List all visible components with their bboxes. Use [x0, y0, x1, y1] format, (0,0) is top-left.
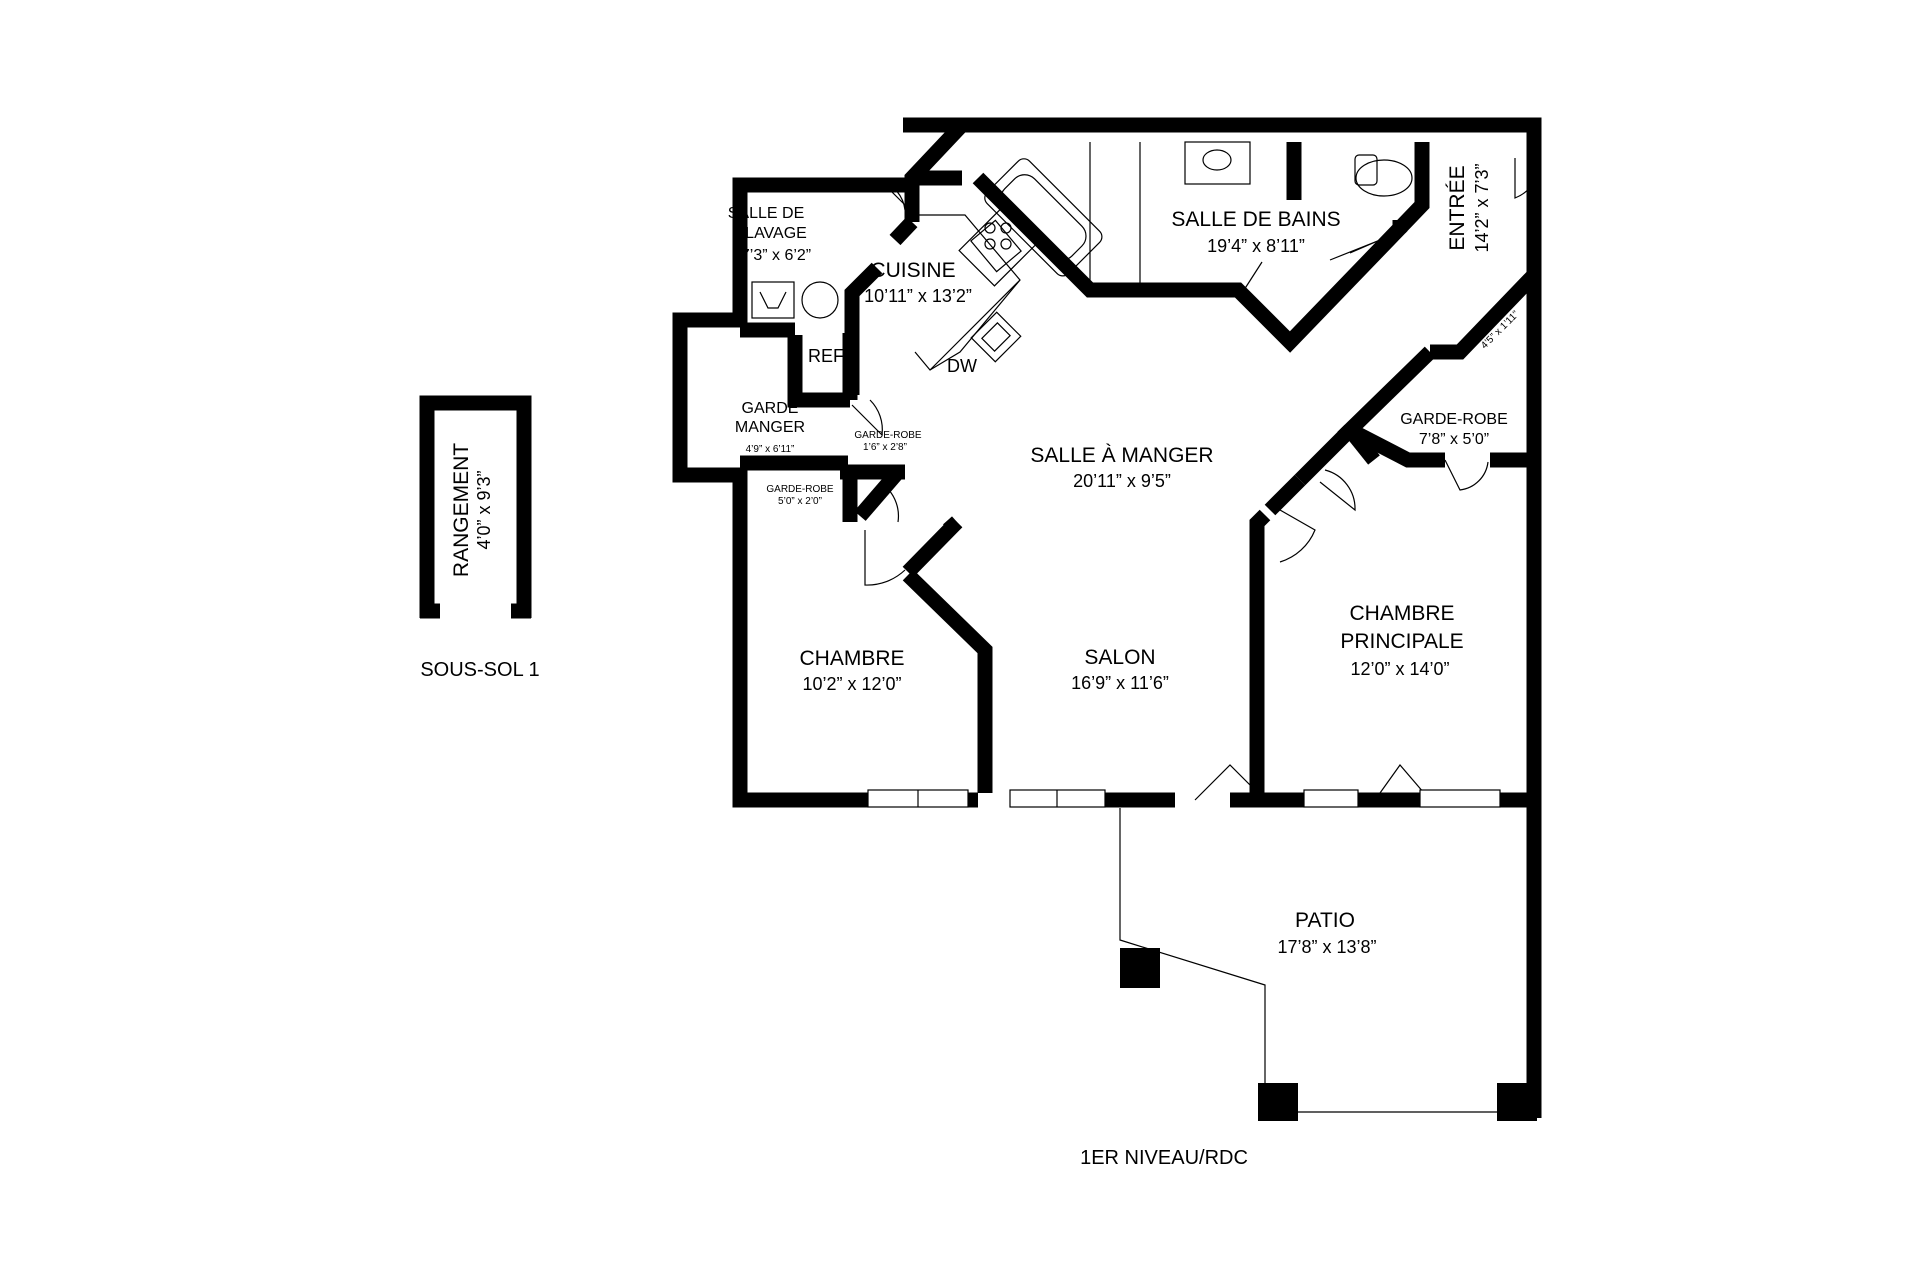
- room-name-garde-robe-master: GARDE-ROBE: [1400, 411, 1508, 428]
- room-name-garde-robe-hall: GARDE-ROBE: [766, 484, 834, 495]
- patio-area: [1119, 808, 1537, 1121]
- room-name-chambre-principale-2: PRINCIPALE: [1340, 630, 1463, 653]
- room-dims-garde-robe-hall: 5’0” x 2’0”: [778, 496, 822, 507]
- room-dims-lavage: 7’3” x 6’2”: [741, 247, 811, 264]
- room-dims-salle-de-bains: 19’4” x 8’11”: [1207, 236, 1305, 256]
- room-dims-garde-manger: 4’9” x 6’11”: [746, 444, 795, 455]
- room-dims-chambre: 10’2” x 12’0”: [802, 674, 901, 694]
- room-dims-chambre-principale: 12’0” x 14’0”: [1350, 659, 1449, 679]
- storage-unit: RANGEMENT 4’0” x 9’3”: [419, 395, 532, 619]
- room-name-lavage-1: SALLE DE: [728, 205, 804, 222]
- room-dims-rangement: 4’0” x 9’3”: [474, 470, 494, 549]
- bath-fixtures: [984, 141, 1413, 291]
- room-name-patio: PATIO: [1295, 909, 1355, 932]
- room-name-garde-robe-small: GARDE-ROBE: [854, 430, 922, 441]
- floor-label-ground: 1ER NIVEAU/RDC: [1080, 1147, 1248, 1169]
- kitchen-fixtures: [751, 207, 1038, 371]
- floor-label-basement: SOUS-SOL 1: [420, 659, 539, 681]
- room-name-chambre-principale-1: CHAMBRE: [1349, 602, 1454, 625]
- room-dims-patio: 17’8” x 13’8”: [1277, 937, 1376, 957]
- room-dims-entree: 14’2” x 7’3”: [1472, 163, 1492, 252]
- room-name-cuisine: CUISINE: [870, 259, 955, 282]
- windows: [867, 789, 1501, 808]
- room-name-garde-manger-1: GARDE: [742, 400, 799, 417]
- room-dims-garde-robe-small: 1’6” x 2’8”: [863, 442, 907, 453]
- room-dims-salon: 16’9” x 11’6”: [1071, 673, 1169, 693]
- room-name-chambre: CHAMBRE: [799, 647, 904, 670]
- room-name-entree: ENTRÉE: [1446, 165, 1469, 250]
- room-name-salon: SALON: [1084, 646, 1155, 669]
- room-dims-garde-robe-master: 7’8” x 5’0”: [1419, 431, 1489, 448]
- room-name-garde-manger-2: MANGER: [735, 419, 805, 436]
- door-swings: [851, 154, 1542, 801]
- room-name-rangement: RANGEMENT: [450, 443, 473, 577]
- label-dw: DW: [947, 356, 977, 376]
- room-name-lavage-2: LAVAGE: [745, 225, 807, 242]
- room-name-salle-a-manger: SALLE À MANGER: [1030, 444, 1213, 467]
- label-ref: REF: [808, 346, 844, 366]
- room-name-salle-de-bains: SALLE DE BAINS: [1171, 208, 1340, 231]
- interior-walls: [740, 142, 1540, 793]
- room-dims-cuisine: 10’11” x 13’2”: [864, 286, 972, 306]
- exterior-walls: [672, 117, 1542, 1118]
- room-dims-salle-a-manger: 20’11” x 9’5”: [1073, 471, 1171, 491]
